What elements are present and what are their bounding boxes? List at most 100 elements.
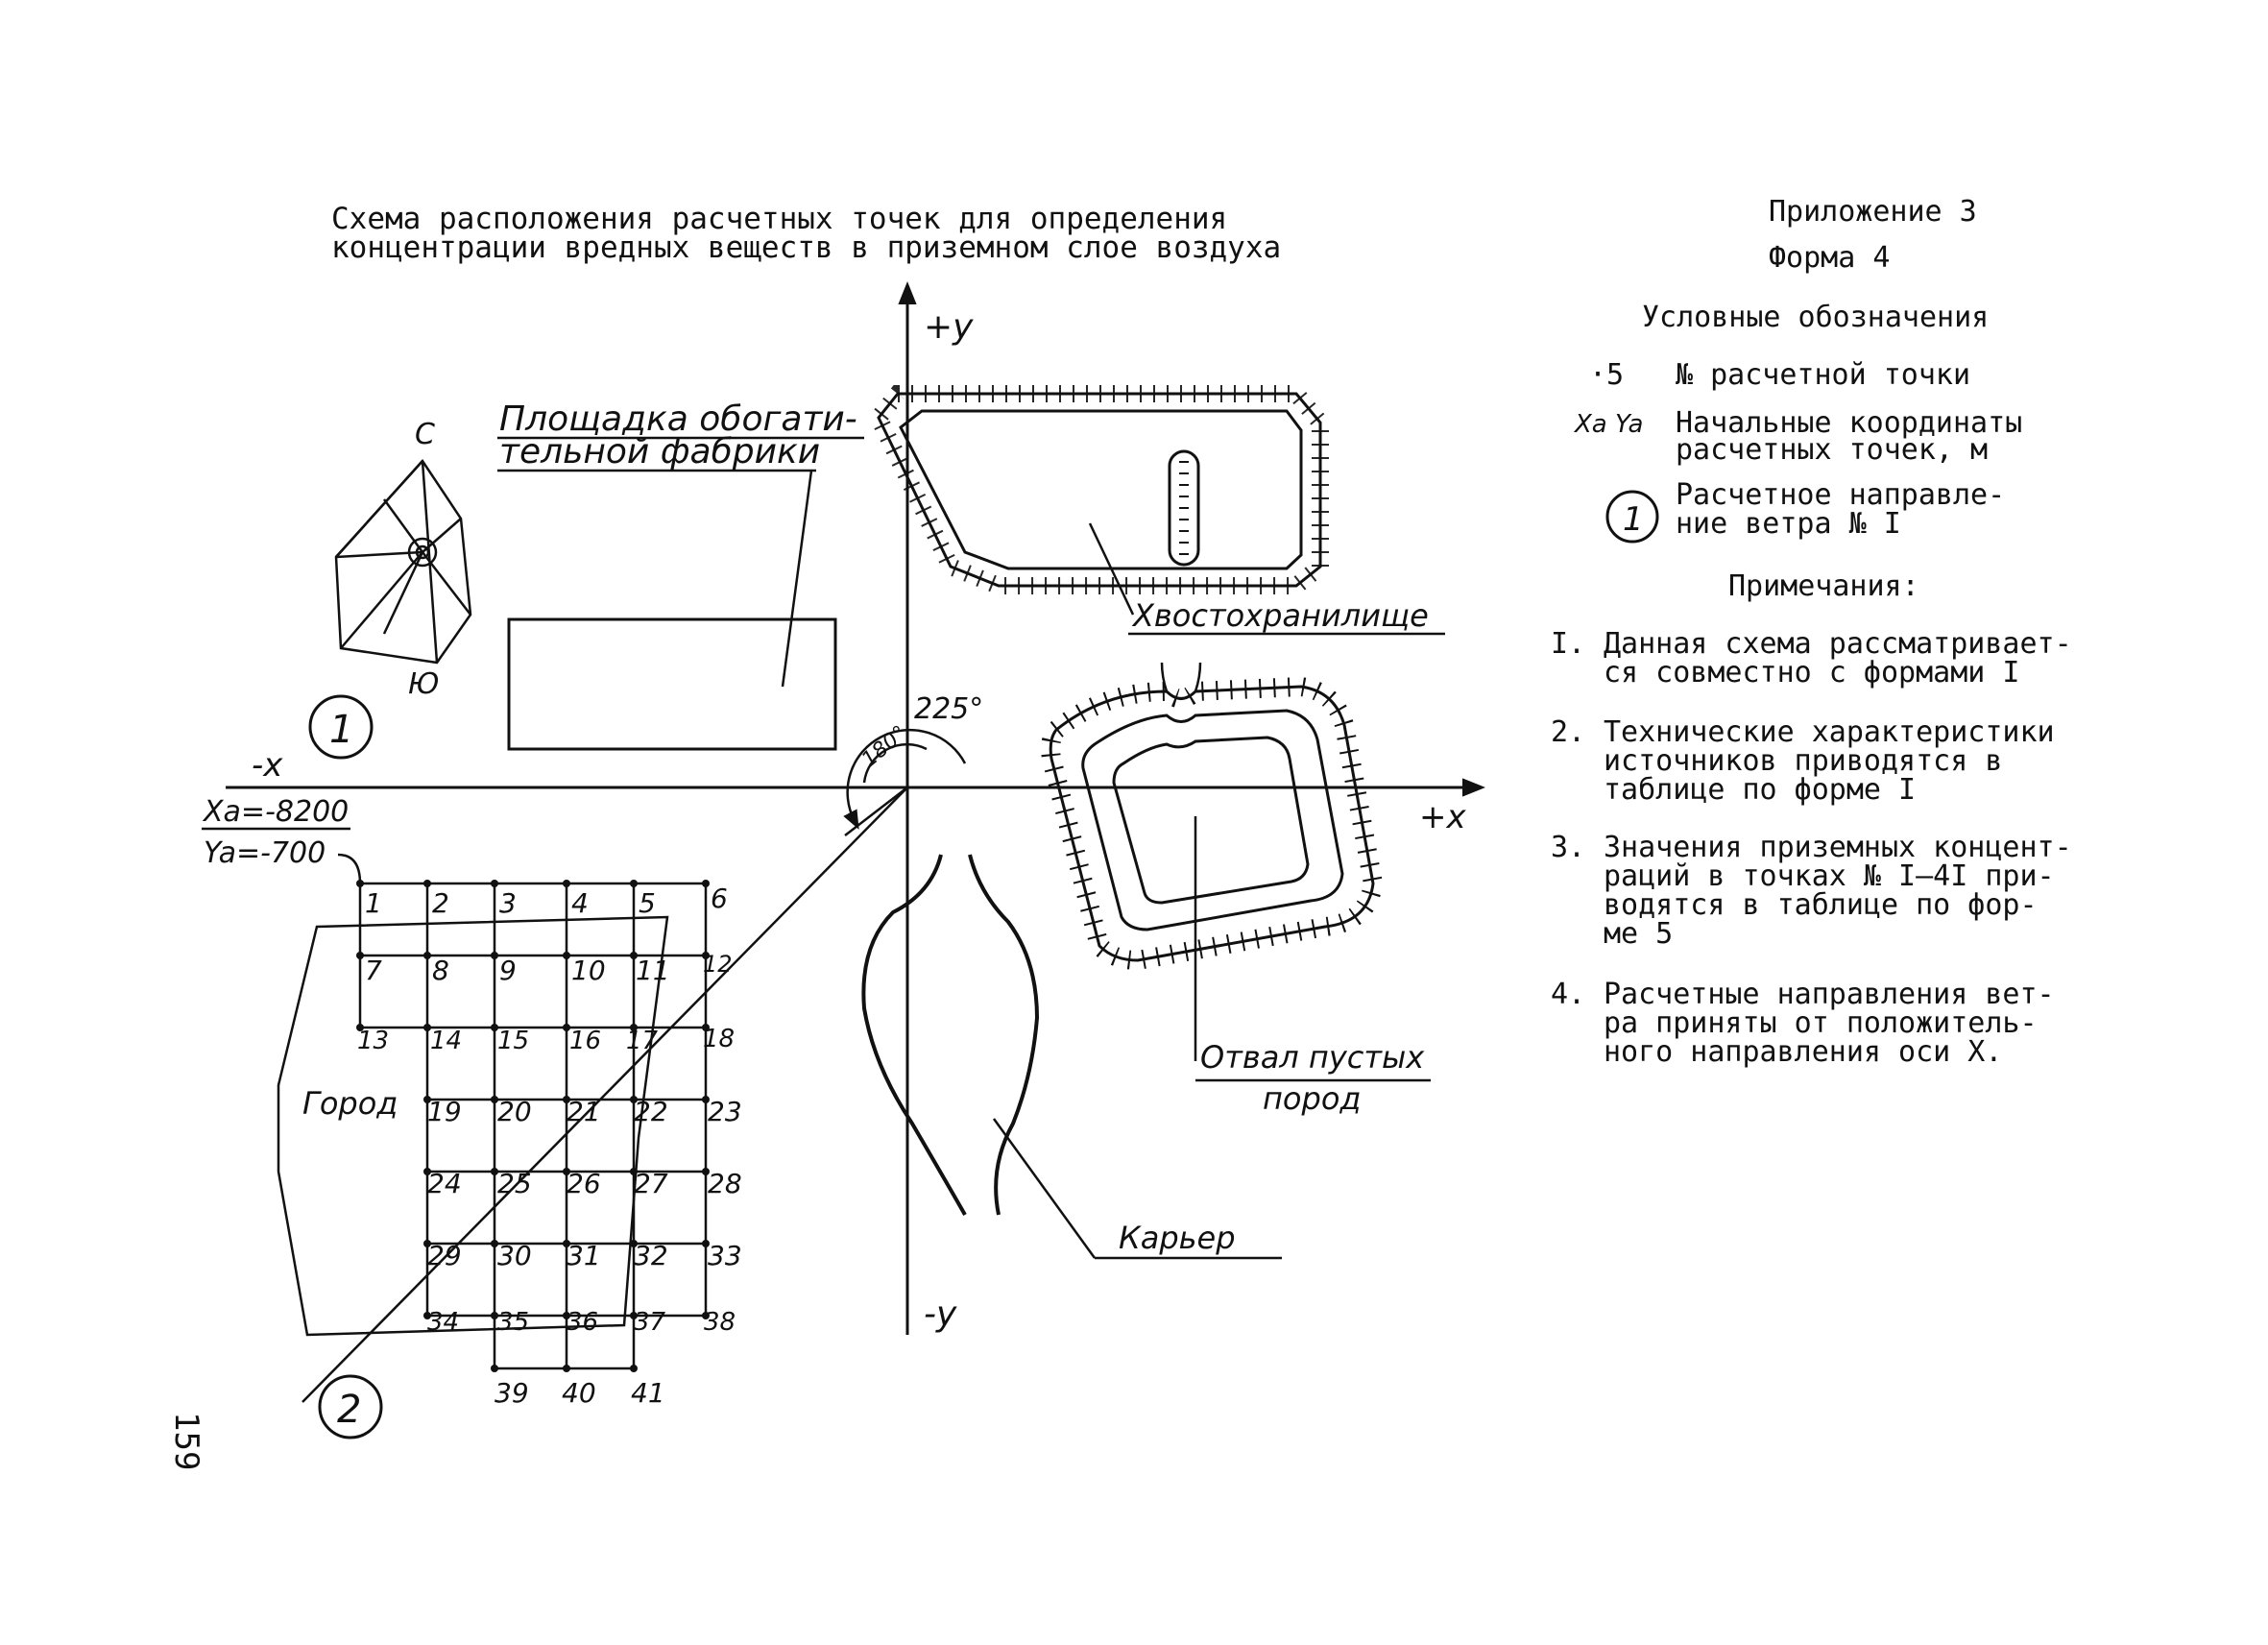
wind-direction-2-line [302,786,908,1403]
note-2-line-1: Технические характеристики [1604,715,2055,749]
grid-point-3: 3 [499,887,517,919]
note-1: I. Данная схема рассматривает- ся совмес… [1551,627,2072,689]
note-3-line-1: Значения приземных концент- [1604,831,2072,864]
grid-node-dots [356,880,710,1372]
grid-point-34: 34 [427,1308,459,1337]
legend-text-point: № расчетной точки [1676,358,1970,392]
plant-leader [781,470,813,688]
arc-225 [843,728,967,830]
grid-point-16: 16 [569,1027,601,1055]
tailings-inlet [1168,449,1200,567]
legend-wind-circle [1605,490,1659,544]
grid-point-25: 25 [497,1168,532,1199]
grid-point-1: 1 [365,887,382,919]
city-label: Город [302,1085,398,1122]
wind-direction-1-label: 1 [329,708,353,752]
compass-center [407,537,438,568]
tailings-label: Хвостохранилище [1131,597,1429,634]
grid-point-38: 38 [704,1308,736,1337]
dump-label-2: пород [1263,1080,1362,1117]
plant-label-1: Площадка обогати- [499,399,857,439]
grid-point-31: 31 [567,1240,601,1271]
grid-point-11: 11 [636,955,670,986]
legend-heading: Условные обозначения [1642,301,1989,334]
grid-point-6: 6 [711,883,728,914]
city-outline [277,915,669,1337]
wind-direction-2: 2 [318,1374,383,1439]
grid-point-26: 26 [567,1168,601,1199]
note-3-line-2: раций в точках № I–4I при- [1604,859,2055,893]
grid-point-32: 32 [634,1240,668,1271]
title-line-2: концентрации вредных веществ в приземном… [331,230,1281,265]
note-2: 2. Технические характеристики источников… [1551,715,2055,807]
dump-label-1: Отвал пустых [1200,1039,1425,1076]
note-4-line-2: ра приняты от положитель- [1604,1006,2038,1040]
grid-point-28: 28 [708,1168,742,1199]
compass-rose: С Ю [334,418,472,701]
grid-point-19: 19 [427,1096,462,1127]
initial-coordinates: Xa=-8200 Ya=-700 [202,795,362,884]
grid-point-9: 9 [499,955,517,986]
note-3: 3. Значения приземных концент- раций в т… [1551,831,2072,951]
city: Город [277,915,669,1337]
tailings-leader [1088,522,1135,616]
note-1-line-2: ся совместно с формами I [1604,656,2019,689]
legend-text-coords-2: расчетных точек, м [1676,433,1988,467]
grid-point-15: 15 [497,1027,529,1055]
compass-north: С [415,418,435,451]
axis-minus-x: -x [252,746,283,785]
processing-plant: Площадка обогати- тельной фабрики [497,399,864,751]
waste-dump: Отвал пустых пород [1041,662,1431,1117]
wind-direction-2-label: 2 [337,1388,361,1432]
legend-text-wind-1: Расчетное направле- [1676,478,2005,512]
note-2-line-2: источников приводятся в [1604,744,2002,778]
grid-point-35: 35 [497,1308,529,1337]
grid-point-14: 14 [430,1027,462,1055]
axis-plus-x: +x [1419,798,1466,836]
title-line-1: Схема расположения расчетных точек для о… [331,202,1227,236]
form-label: Форма 4 [1769,241,1890,275]
notes-heading: Примечания: [1728,569,1919,603]
grid-point-2: 2 [432,887,449,919]
grid-point-41: 41 [631,1377,665,1409]
arc-180 [862,742,928,784]
ya-label: Ya=-700 [204,836,326,870]
legend-symbol-wind: 1 [1623,500,1644,539]
compass-outline [334,458,472,665]
grid-point-22: 22 [634,1096,668,1127]
grid-point-4: 4 [571,887,589,919]
grid-point-40: 40 [562,1377,596,1409]
note-1-line-1: Данная схема рассматривает- [1604,627,2072,661]
note-3-line-3: водятся в таблице по фор- [1604,888,2038,922]
note-2-num: 2. [1551,715,1585,749]
axis-plus-y: +y [924,307,974,347]
legend-symbol-coords: Xa Ya [1573,410,1643,439]
grid-point-37: 37 [634,1308,666,1337]
note-1-num: I. [1551,627,1585,661]
quarry: Карьер [861,854,1282,1260]
grid-point-17: 17 [626,1027,659,1055]
grid-point-13: 13 [357,1027,389,1055]
xa-label: Xa=-8200 [202,795,349,829]
page-number: 159 [167,1412,205,1470]
angle-225: 225° [914,692,983,726]
legend-symbol-point: ·5 [1589,358,1624,392]
appendix-label: Приложение 3 [1769,195,1977,229]
note-4: 4. Расчетные направления вет- ра приняты… [1551,978,2055,1069]
grid-point-23: 23 [708,1096,742,1127]
note-3-num: 3. [1551,831,1585,864]
note-4-line-3: ного направления оси X. [1604,1035,2002,1069]
grid-point-29: 29 [427,1240,462,1271]
note-4-line-1: Расчетные направления вет- [1604,978,2055,1011]
grid-point-8: 8 [432,955,449,986]
legend-text-wind-2: ние ветра № I [1676,507,1901,541]
quarry-label: Карьер [1119,1220,1236,1256]
grid-point-labels: 1 2 3 4 5 6 7 8 9 10 11 12 13 14 15 16 1… [357,883,742,1409]
legend-text-coords-1: Начальные координаты [1676,406,2022,440]
grid-point-10: 10 [571,955,606,986]
grid-point-20: 20 [497,1096,532,1127]
grid-point-39: 39 [495,1377,529,1409]
grid-point-27: 27 [634,1168,668,1199]
plant-rectangle [507,617,837,751]
